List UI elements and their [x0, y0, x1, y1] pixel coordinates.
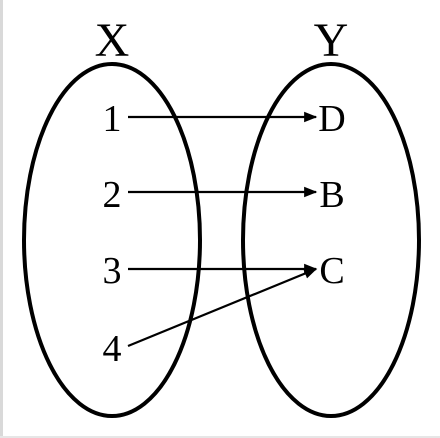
element-c-label: C — [319, 250, 344, 292]
element-b-label: B — [319, 174, 344, 216]
bottom-border-strip — [0, 436, 440, 438]
set-y-title: Y — [314, 14, 349, 67]
set-y-ellipse — [241, 62, 421, 418]
arrow-4-to-c — [127, 267, 318, 348]
element-4-label: 4 — [103, 328, 122, 370]
element-3-label: 3 — [103, 250, 122, 292]
element-2-label: 2 — [103, 174, 122, 216]
element-d-label: D — [318, 98, 345, 140]
set-x-title: X — [95, 14, 130, 67]
element-1-label: 1 — [103, 98, 122, 140]
left-border-strip — [0, 0, 3, 438]
set-x-ellipse — [22, 62, 202, 418]
